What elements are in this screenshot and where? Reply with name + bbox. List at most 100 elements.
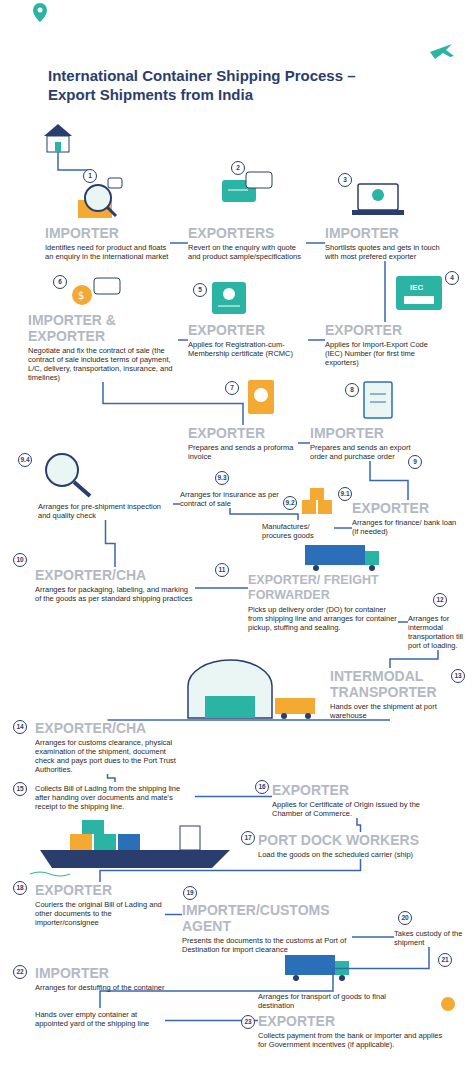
step-block: Hands over empty container at appointed … xyxy=(35,1008,165,1028)
step-description: Arranges for customs clearance, physical… xyxy=(35,738,180,774)
step-block: IMPORTER & EXPORTERNegotiate and fix the… xyxy=(28,312,178,382)
callout-number: 11 xyxy=(215,563,229,577)
flow-connector xyxy=(352,936,394,938)
step-block: EXPORTERS Revert on the enquiry with quot… xyxy=(188,225,306,261)
step-description: Negotiate and fix the contract of sale (… xyxy=(28,346,178,382)
cargo-ship xyxy=(30,820,230,876)
step-block: EXPORTERCollects payment from the bank o… xyxy=(258,1013,453,1049)
location-pin-part xyxy=(33,3,47,22)
step-block: Arranges for intermodal transportation t… xyxy=(408,612,468,650)
step-block: Arranges for insurance as per contract o… xyxy=(180,488,280,508)
role-heading: EXPORTER xyxy=(188,322,308,338)
step-block: EXPORTER/CHAArranges for packaging, labe… xyxy=(35,567,195,603)
role-heading: EXPORTER/CHA xyxy=(35,567,195,583)
callout-number: 12 xyxy=(433,593,447,607)
cargo-ship-part xyxy=(180,826,200,850)
step-description: Load the goods on the scheduled carrier … xyxy=(258,850,463,859)
callout-number: 16 xyxy=(255,780,269,794)
flow-connector xyxy=(195,796,272,798)
step-description: Arranges for transport of goods to final… xyxy=(258,992,408,1010)
location-pin-part xyxy=(38,8,43,13)
house-icon-part xyxy=(47,136,69,152)
negotiation-icon-part xyxy=(94,278,120,294)
step-block: EXPORTERApplies for Import-Export Code (… xyxy=(325,322,445,367)
flow-connector xyxy=(106,520,116,567)
step-description: Takes custody of the shipment xyxy=(394,929,464,947)
house-icon xyxy=(44,124,88,170)
step-description: Arranges for insurance as per contract o… xyxy=(180,490,280,508)
certificate-icon-part xyxy=(212,282,246,314)
role-heading: EXPORTER xyxy=(352,500,464,516)
step-block: EXPORTER/ FREIGHT FORWARDERPicks up deli… xyxy=(248,573,398,632)
callout-number: 15 xyxy=(13,782,27,796)
search-icon-part xyxy=(108,178,122,188)
cargo-ship-part xyxy=(94,834,116,850)
container-truck-part xyxy=(313,565,319,571)
callout-number: 1 xyxy=(83,169,97,183)
step-block: EXPORTER/CHA Arranges for customs clearan… xyxy=(35,720,180,774)
negotiation-icon: $ xyxy=(72,278,120,305)
role-heading: IMPORTER xyxy=(35,965,165,981)
role-heading: IMPORTER xyxy=(325,225,445,241)
callout-number: 20 xyxy=(398,911,412,925)
chat-icon-part xyxy=(246,172,272,188)
flow-connector xyxy=(170,242,188,244)
iec-document-icon-part xyxy=(396,276,442,310)
step-description: Revert on the enquiry with quote and pro… xyxy=(188,243,306,261)
step-block: IMPORTERIdentifies need for product and … xyxy=(45,225,170,261)
payment-coin xyxy=(441,997,455,1011)
container-truck-part xyxy=(305,545,365,565)
flow-connector xyxy=(334,527,352,529)
step-block: IMPORTER/CUSTOMS AGENTPresents the docum… xyxy=(182,902,352,954)
step-block: PORT DOCK WORKERS Load the goods on the s… xyxy=(258,832,463,859)
search-icon-part xyxy=(107,207,116,216)
step-description: Shortlists quotes and gets in touch with… xyxy=(325,243,445,261)
flow-connector xyxy=(173,503,180,505)
icon-label: IEC xyxy=(410,283,423,292)
step-block: EXPORTERCouriers the original Bill of La… xyxy=(35,882,165,927)
port-warehouse-part xyxy=(188,660,272,718)
step-block: Manufactures/ procures goods xyxy=(262,520,334,540)
house-icon-part xyxy=(44,124,72,136)
flow-connector xyxy=(333,947,429,990)
flow-connector xyxy=(165,914,182,916)
step-description: Arranges for intermodal transportation t… xyxy=(408,614,468,650)
step-block: IMPORTER Shortlists quotes and gets in to… xyxy=(325,225,445,261)
callout-number: 19 xyxy=(183,886,197,900)
flow-connector xyxy=(308,339,325,341)
step-block: Collects Bill of Lading from the shippin… xyxy=(35,782,195,811)
port-warehouse-part xyxy=(275,698,315,714)
step-block: IMPORTERArranges for destuffing of the c… xyxy=(35,965,165,992)
port-warehouse-part xyxy=(205,696,255,718)
role-heading: EXPORTER xyxy=(35,882,165,898)
laptop-icon-part xyxy=(372,189,384,201)
role-heading: EXPORTER/CHA xyxy=(35,720,180,736)
chat-icon xyxy=(222,172,272,202)
flow-connector xyxy=(100,859,361,882)
flow-connector xyxy=(298,442,310,444)
callout-number: 21 xyxy=(438,953,452,967)
flow-connector xyxy=(178,339,188,341)
house-icon-part xyxy=(58,152,88,170)
role-heading: PORT DOCK WORKERS xyxy=(258,832,463,848)
cargo-ship-part xyxy=(40,850,230,868)
callout-number: 6 xyxy=(53,275,67,289)
step-block: EXPORTERApplies for Registration-cum-Mem… xyxy=(188,322,308,358)
port-warehouse-part xyxy=(305,713,311,719)
delivery-truck-part xyxy=(293,975,299,981)
goods-boxes-icon-part xyxy=(318,500,332,514)
container-truck xyxy=(305,545,379,571)
callout-number: 5 xyxy=(193,283,207,297)
container-truck-part xyxy=(369,565,375,571)
delivery-truck-part xyxy=(339,975,345,981)
flow-connector xyxy=(306,242,325,244)
callout-number: 18 xyxy=(13,881,27,895)
payment-coin-part xyxy=(441,997,455,1011)
step-block: Arranges for pre-shipment inspection and… xyxy=(38,500,173,520)
step-description: Manufactures/ procures goods xyxy=(262,522,334,540)
role-heading: EXPORTERS xyxy=(188,225,306,241)
goods-boxes-icon xyxy=(302,488,332,514)
laptop-icon-part xyxy=(358,184,398,210)
step-block: INTERMODAL TRANSPORTERHands over the shi… xyxy=(330,668,450,720)
